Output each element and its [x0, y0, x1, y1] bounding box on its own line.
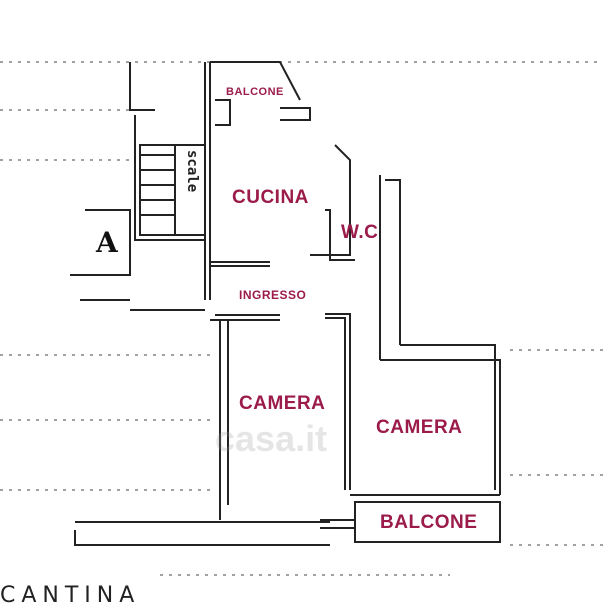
- dashed-guide-lines: [0, 61, 606, 576]
- room-label-wc: W.C: [341, 222, 379, 243]
- room-label-cucina: CUCINA: [232, 187, 309, 208]
- room-label-balcone-bottom: BALCONE: [380, 512, 478, 533]
- marker-a: A: [96, 226, 118, 259]
- cantina-label: CANTINA: [0, 583, 141, 608]
- stairs-label: scale: [184, 150, 200, 193]
- walls: [70, 61, 501, 546]
- room-label-camera-left: CAMERA: [239, 393, 326, 414]
- room-label-ingresso: INGRESSO: [239, 288, 307, 302]
- room-label-camera-right: CAMERA: [376, 417, 463, 438]
- room-label-balcone-top: BALCONE: [226, 86, 284, 98]
- watermark-text: casa.it: [215, 418, 328, 459]
